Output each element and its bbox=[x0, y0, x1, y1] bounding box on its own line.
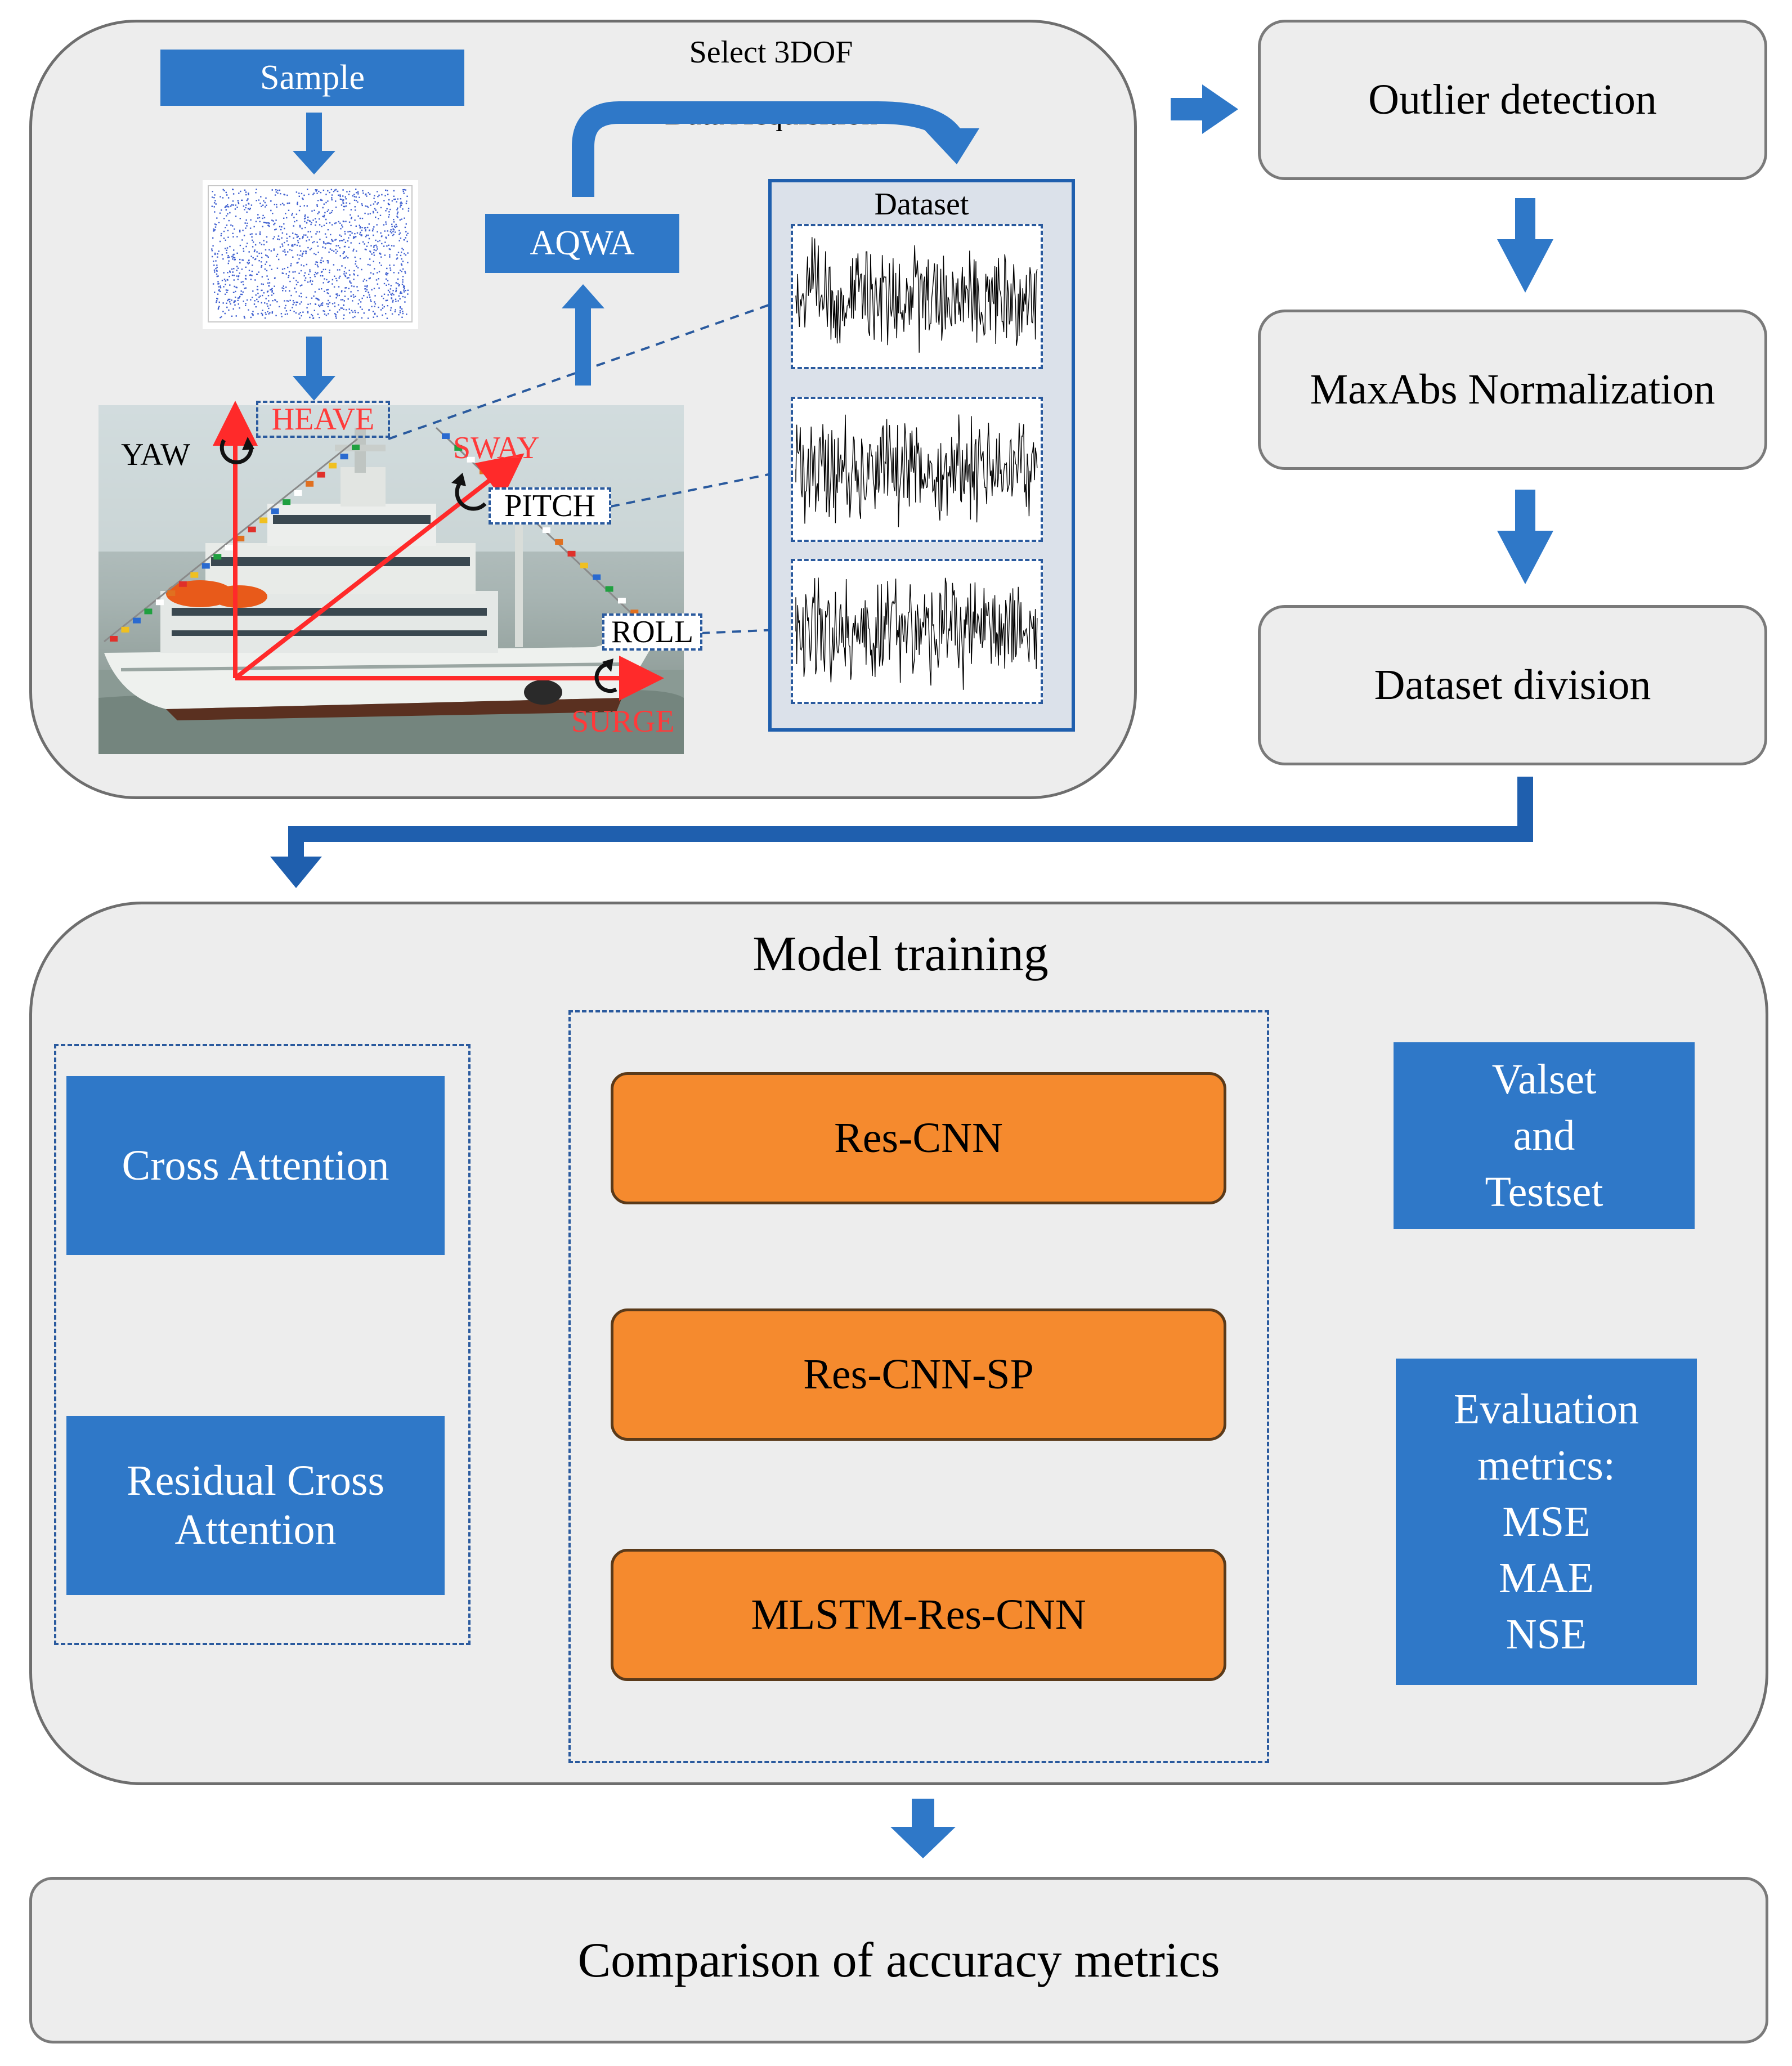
signal-flag bbox=[352, 445, 360, 450]
signal-flag bbox=[121, 626, 129, 633]
signal-pitch-plot bbox=[795, 414, 1038, 527]
sample-point-cloud bbox=[203, 180, 418, 329]
signal-flag bbox=[567, 550, 576, 557]
signal-flag bbox=[555, 539, 563, 545]
valset-line3: Testset bbox=[1485, 1168, 1603, 1216]
roll-label-box: ROLL bbox=[602, 613, 702, 651]
outlier-detection-label: Outlier detection bbox=[1368, 76, 1657, 123]
signal-flag bbox=[294, 490, 302, 496]
signal-trace bbox=[795, 237, 1038, 353]
yaw-label: YAW bbox=[121, 437, 191, 472]
attention-group bbox=[54, 1044, 471, 1645]
signal-pitch-frame bbox=[791, 397, 1043, 542]
signal-flag bbox=[236, 535, 245, 541]
signal-flag bbox=[259, 517, 268, 523]
maxabs-normalization-label: MaxAbs Normalization bbox=[1310, 366, 1715, 413]
evaluation-nse: NSE bbox=[1506, 1611, 1587, 1658]
surge-label: SURGE bbox=[571, 704, 675, 739]
sway-label: SWAY bbox=[453, 431, 540, 465]
pitch-label: PITCH bbox=[504, 489, 595, 523]
signal-flag bbox=[329, 463, 337, 469]
model-res-cnn: Res-CNN bbox=[611, 1072, 1226, 1204]
evaluation-line2: metrics: bbox=[1477, 1442, 1615, 1489]
comparison-box: Comparison of accuracy metrics bbox=[29, 1877, 1768, 2043]
aqwa-label: AQWA bbox=[530, 224, 635, 262]
outlier-detection-box: Outlier detection bbox=[1258, 20, 1767, 180]
comparison-label: Comparison of accuracy metrics bbox=[577, 1933, 1220, 1988]
signal-flag bbox=[178, 581, 187, 587]
signal-flag bbox=[201, 563, 210, 569]
signal-flag bbox=[190, 572, 199, 578]
maxabs-normalization-box: MaxAbs Normalization bbox=[1258, 310, 1767, 470]
model-res-cnn-label: Res-CNN bbox=[834, 1114, 1003, 1162]
signal-heave-frame bbox=[791, 224, 1043, 369]
signal-heave-plot bbox=[795, 237, 1038, 353]
evaluation-mse: MSE bbox=[1502, 1498, 1591, 1545]
data-acquisition-label: Data Acquisition bbox=[665, 97, 877, 132]
heave-label-box: HEAVE bbox=[256, 401, 390, 438]
dataset-division-box: Dataset division bbox=[1258, 605, 1767, 765]
cross-attention-label: Cross Attention bbox=[122, 1141, 389, 1189]
cross-attention-box: Cross Attention bbox=[66, 1076, 445, 1255]
signal-flag bbox=[167, 590, 176, 597]
model-mlstm-res-cnn-label: MLSTM-Res-CNN bbox=[751, 1591, 1086, 1638]
signal-flag bbox=[225, 545, 233, 551]
residual-cross-attention-line1: Residual Cross bbox=[126, 1457, 385, 1504]
residual-cross-attention-line2: Attention bbox=[174, 1506, 337, 1553]
model-training-title: Model training bbox=[752, 926, 1049, 982]
signal-trace bbox=[795, 414, 1038, 527]
select-3dof-label: Select 3DOF bbox=[689, 35, 853, 70]
signal-flag bbox=[144, 608, 153, 615]
signal-flag bbox=[480, 468, 488, 474]
signal-flag bbox=[605, 586, 613, 592]
aqwa-box: AQWA bbox=[485, 214, 679, 273]
evaluation-metrics-box: Evaluation metrics: MSE MAE NSE bbox=[1396, 1359, 1697, 1685]
signal-trace bbox=[795, 577, 1038, 690]
signal-flag bbox=[155, 599, 164, 606]
signal-flag bbox=[593, 574, 601, 580]
evaluation-line1: Evaluation bbox=[1453, 1386, 1639, 1433]
roll-label: ROLL bbox=[611, 615, 694, 649]
signal-flag bbox=[442, 433, 450, 439]
signal-flag bbox=[132, 617, 141, 624]
signal-flag bbox=[454, 445, 463, 451]
signal-flag bbox=[630, 610, 639, 616]
signal-flag bbox=[213, 554, 222, 560]
signal-flag bbox=[617, 598, 626, 604]
evaluation-mae: MAE bbox=[1499, 1554, 1594, 1602]
signal-flag bbox=[340, 454, 348, 460]
residual-cross-attention-box: Residual Cross Attention bbox=[66, 1416, 445, 1595]
point-cloud-image bbox=[208, 185, 413, 322]
valset-testset-box: Valset and Testset bbox=[1394, 1042, 1695, 1229]
point-cloud-frame bbox=[208, 185, 413, 322]
model-res-cnn-sp-label: Res-CNN-SP bbox=[803, 1351, 1034, 1398]
pitch-label-box: PITCH bbox=[489, 487, 611, 525]
point-cloud-dots bbox=[211, 189, 410, 320]
sample-box: Sample bbox=[160, 50, 464, 106]
signal-roll-frame bbox=[791, 559, 1043, 704]
signal-flag bbox=[271, 508, 279, 514]
signal-flag bbox=[248, 526, 256, 532]
signal-flag bbox=[317, 472, 325, 478]
signal-flag bbox=[283, 499, 291, 505]
dataset-division-label: Dataset division bbox=[1374, 661, 1651, 709]
signal-flag bbox=[467, 456, 475, 463]
models-group bbox=[568, 1010, 1269, 1763]
model-res-cnn-sp: Res-CNN-SP bbox=[611, 1308, 1226, 1441]
signal-flag bbox=[580, 562, 588, 568]
signal-flag bbox=[306, 481, 314, 487]
signal-flag bbox=[492, 480, 500, 486]
model-mlstm-res-cnn: MLSTM-Res-CNN bbox=[611, 1549, 1226, 1681]
dataset-title: Dataset bbox=[874, 187, 969, 222]
signal-flag bbox=[542, 527, 550, 534]
signal-flag bbox=[110, 636, 118, 642]
valset-line2: and bbox=[1513, 1112, 1575, 1159]
valset-line1: Valset bbox=[1491, 1056, 1597, 1103]
heave-label: HEAVE bbox=[271, 402, 375, 437]
signal-roll-plot bbox=[795, 577, 1038, 690]
sample-label: Sample bbox=[260, 58, 365, 97]
